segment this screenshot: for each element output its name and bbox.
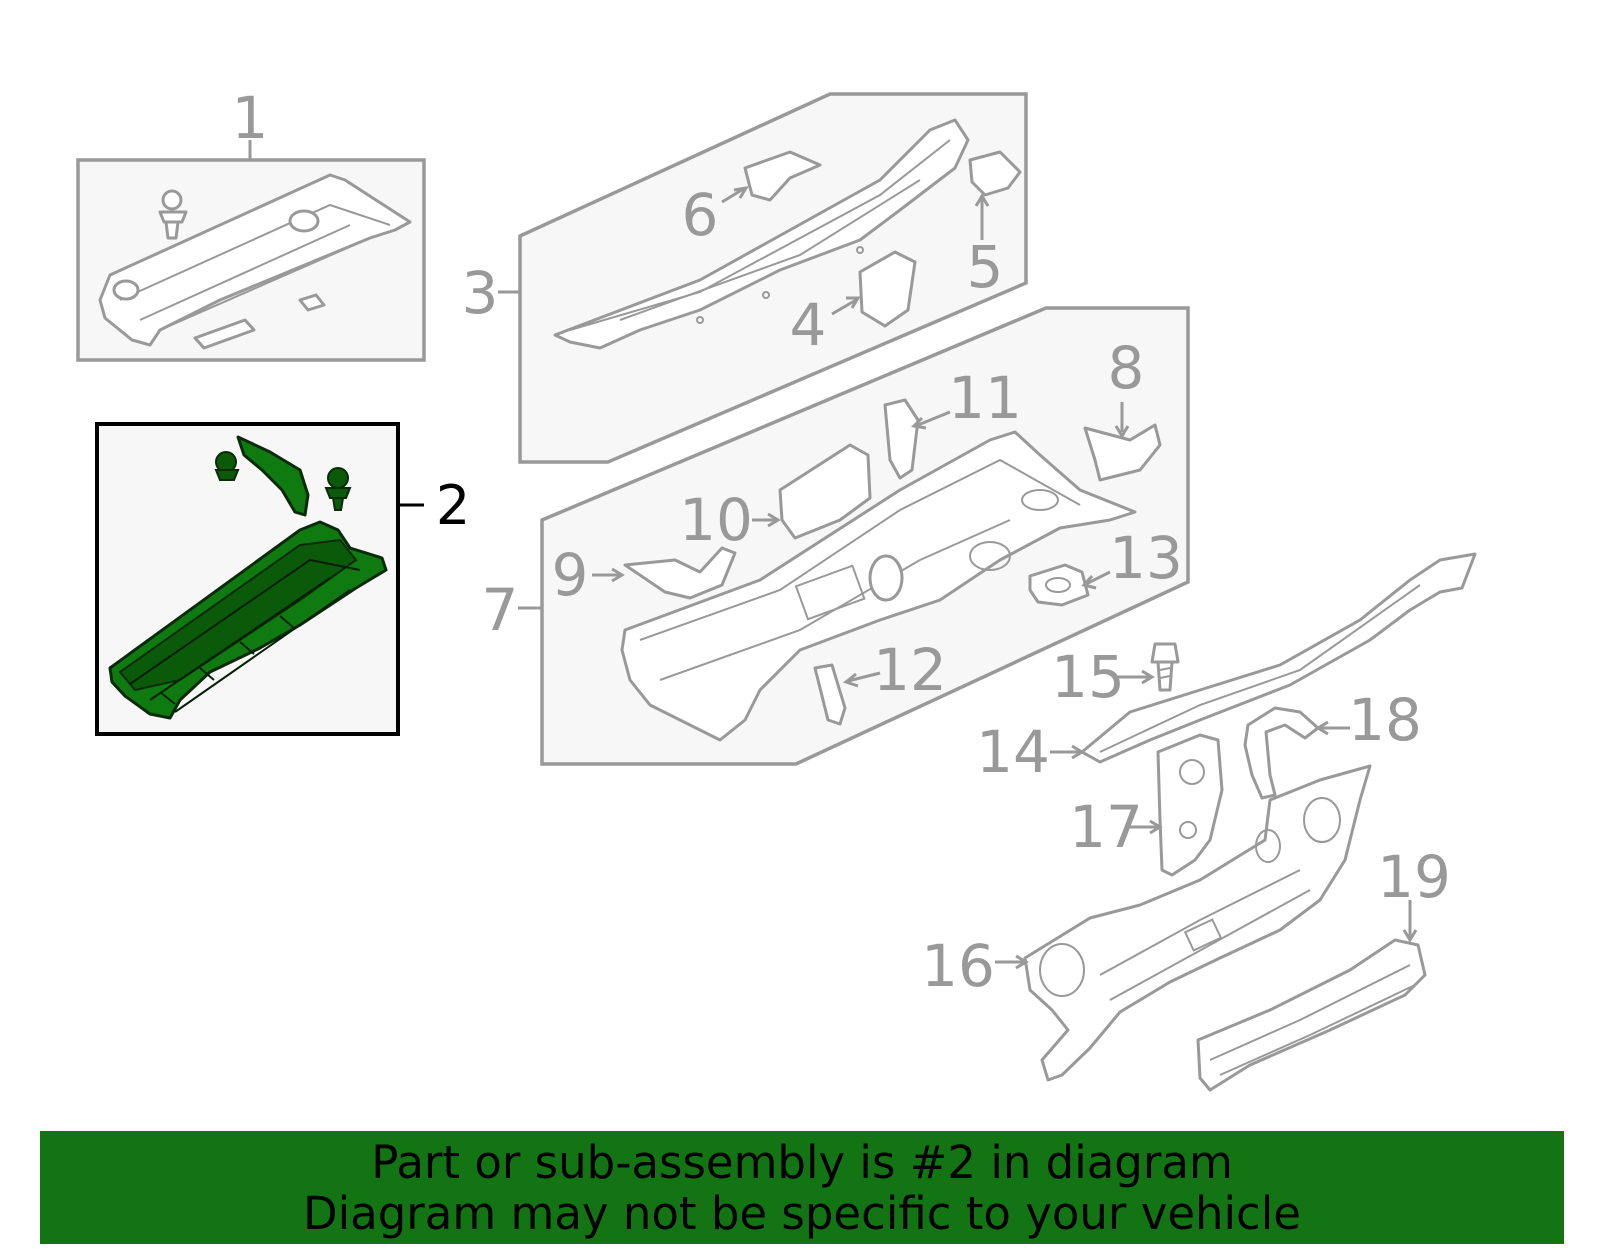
callout-10: 10 bbox=[679, 486, 753, 554]
callout-6: 6 bbox=[682, 181, 719, 249]
callout-8: 8 bbox=[1108, 334, 1145, 402]
clip-5 bbox=[968, 150, 1022, 197]
reinforcement-17 bbox=[1156, 733, 1224, 877]
callout-7: 7 bbox=[482, 576, 519, 644]
bracket-4 bbox=[858, 250, 917, 328]
callout-2: 2 bbox=[436, 474, 470, 537]
seal-18 bbox=[1243, 706, 1320, 800]
callout-5: 5 bbox=[967, 233, 1004, 301]
part-group-7[interactable]: 7 8 11 10 9 12 bbox=[482, 306, 1190, 766]
foam-pad bbox=[298, 293, 326, 312]
bracket-10 bbox=[778, 443, 872, 540]
bracket-9 bbox=[623, 546, 737, 600]
banner-line-2: Diagram may not be specific to your vehi… bbox=[303, 1186, 1301, 1240]
callout-13: 13 bbox=[1109, 524, 1183, 592]
callout-16: 16 bbox=[921, 932, 995, 1000]
callout-12: 12 bbox=[873, 636, 947, 704]
callout-14: 14 bbox=[976, 718, 1050, 786]
cowl-upper-member bbox=[553, 118, 970, 350]
callout-11: 11 bbox=[948, 364, 1022, 432]
bracket-highlighted bbox=[236, 435, 310, 517]
part-group-14[interactable]: 14 bbox=[976, 552, 1477, 786]
callout-9: 9 bbox=[552, 541, 589, 609]
dash-panel-16 bbox=[1023, 764, 1372, 1082]
part-group-16[interactable]: 16 bbox=[921, 764, 1372, 1082]
part-group-3[interactable]: 3 6 5 4 bbox=[462, 92, 1028, 464]
callout-4: 4 bbox=[790, 291, 827, 359]
callout-15: 15 bbox=[1051, 643, 1125, 711]
callout-1: 1 bbox=[232, 84, 269, 152]
mount-13 bbox=[1028, 563, 1090, 607]
clip-fastener-2b bbox=[324, 467, 352, 511]
seal-strip bbox=[193, 318, 256, 350]
clip-fastener-2a bbox=[214, 451, 240, 481]
part-group-2[interactable]: 2 bbox=[95, 422, 470, 736]
part-group-18[interactable]: 18 bbox=[1243, 686, 1422, 800]
part-group-15[interactable]: 15 bbox=[1051, 642, 1180, 711]
callout-3: 3 bbox=[462, 259, 499, 327]
info-banner: Part or sub-assembly is #2 in diagram Di… bbox=[40, 1131, 1564, 1244]
part-group-1[interactable]: 1 bbox=[76, 84, 426, 362]
bracket-11 bbox=[883, 398, 920, 480]
bracket-8 bbox=[1083, 423, 1162, 482]
part-group-17[interactable]: 17 bbox=[1069, 733, 1224, 877]
bracket-12 bbox=[813, 663, 847, 726]
part-group-19[interactable]: 19 bbox=[1196, 843, 1451, 1092]
callout-19: 19 bbox=[1377, 843, 1451, 911]
callout-17: 17 bbox=[1069, 793, 1143, 861]
cowl-reinforcement-14 bbox=[1080, 552, 1477, 764]
clip-fastener-1 bbox=[158, 189, 188, 240]
bracket-6 bbox=[743, 150, 822, 202]
callout-18: 18 bbox=[1348, 686, 1422, 754]
banner-line-1: Part or sub-assembly is #2 in diagram bbox=[371, 1135, 1233, 1189]
bolt-15 bbox=[1150, 642, 1180, 664]
